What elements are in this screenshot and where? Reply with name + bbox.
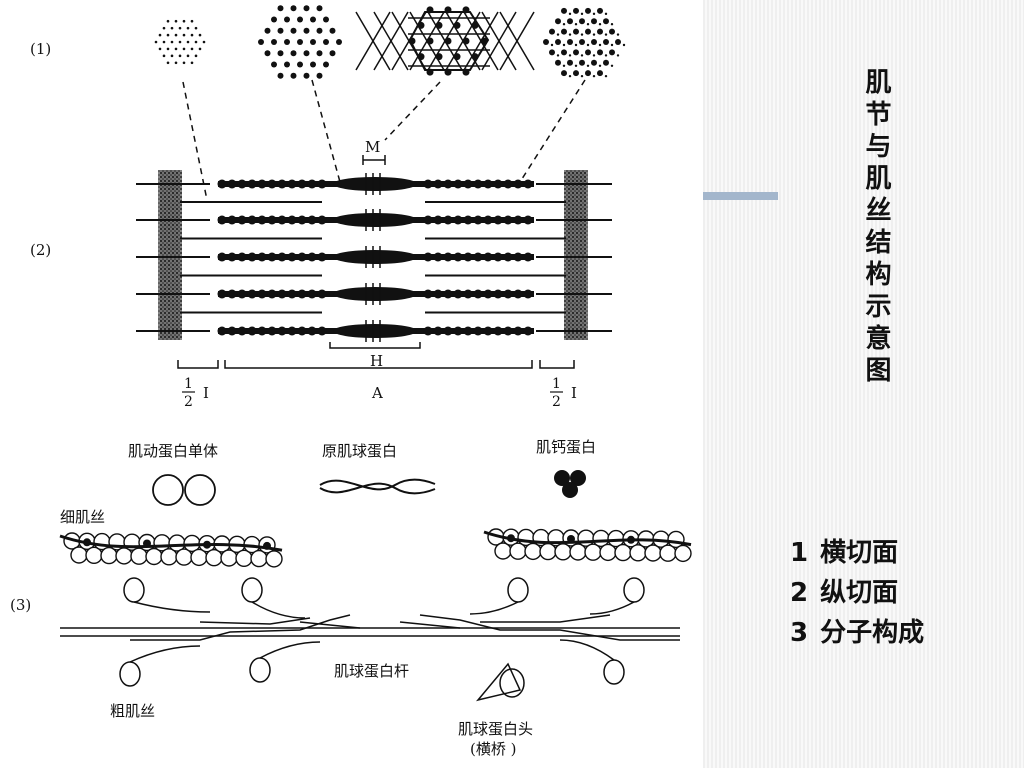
svg-text:1: 1 <box>552 376 561 392</box>
part-label-1: (1) <box>30 40 51 58</box>
actin-monomer-icon <box>152 474 216 506</box>
sarcomere-diagram: (1) (2) (3) M <box>10 5 692 758</box>
troponin-label: 肌钙蛋白 <box>536 438 596 456</box>
legend-num: 2 <box>790 578 809 608</box>
legend-num: 3 <box>790 618 809 648</box>
troponin-icon <box>554 470 586 498</box>
half-i-band-left: 1 2 I <box>182 376 209 410</box>
part-label-2: (2) <box>30 241 51 259</box>
thin-filaments-longitudinal <box>136 183 612 332</box>
h-zone-label: H <box>370 352 383 370</box>
thick-filament-label: 粗肌丝 <box>110 702 155 720</box>
part-label-3: (3) <box>10 596 31 614</box>
thick-filaments-longitudinal <box>217 173 534 342</box>
half-i-band-right: 1 2 I <box>550 376 577 410</box>
accent-bar <box>703 192 778 200</box>
m-band-label: M <box>365 138 380 156</box>
svg-text:I: I <box>571 384 577 402</box>
myosin-heads <box>119 577 645 687</box>
thin-filament-bead-chain-right <box>483 528 692 563</box>
legend-text: 分子构成 <box>820 618 925 648</box>
thick-filament-molecular <box>60 614 680 641</box>
tropomyosin-icon <box>319 478 436 495</box>
cross-section-thin-filaments <box>154 19 206 65</box>
cross-section-mixed-filaments <box>543 7 626 78</box>
legend-item-2: 2 纵切面 <box>790 573 924 613</box>
pointer-lines <box>182 79 586 201</box>
cross-section-thick-filaments <box>258 5 342 79</box>
thin-filament-bead-chain-left <box>59 532 283 568</box>
actin-monomer-label: 肌动蛋白单体 <box>128 442 218 460</box>
legend-num: 1 <box>790 538 809 568</box>
legend-item-3: 3 分子构成 <box>790 613 924 653</box>
z-disc-left <box>158 170 182 340</box>
cross-bridge-head <box>475 662 525 702</box>
legend-text: 纵切面 <box>820 578 899 608</box>
myosin-rod-label: 肌球蛋白杆 <box>334 662 409 680</box>
svg-text:1: 1 <box>184 376 193 392</box>
band-brackets <box>177 360 575 369</box>
svg-text:2: 2 <box>184 394 193 410</box>
cross-section-overlap-lattice <box>355 6 535 76</box>
legend-text: 横切面 <box>820 538 899 568</box>
legend-list: 1 横切面 2 纵切面 3 分子构成 <box>790 533 924 653</box>
z-disc-right <box>564 170 588 340</box>
cross-bridge-label: (横桥 ) <box>470 740 516 758</box>
h-zone-bracket <box>329 342 421 349</box>
m-band-marker <box>362 155 386 165</box>
svg-text:2: 2 <box>552 394 561 410</box>
tropomyosin-label: 原肌球蛋白 <box>322 442 397 460</box>
a-band-label: A <box>371 384 383 402</box>
svg-text:I: I <box>203 384 209 402</box>
legend-item-1: 1 横切面 <box>790 533 924 573</box>
slide-title: 肌节与肌丝结构示意图 <box>861 68 891 388</box>
thin-filament-label: 细肌丝 <box>60 508 105 526</box>
sidebar-panel <box>703 0 1024 768</box>
myosin-head-label: 肌球蛋白头 <box>458 720 533 738</box>
